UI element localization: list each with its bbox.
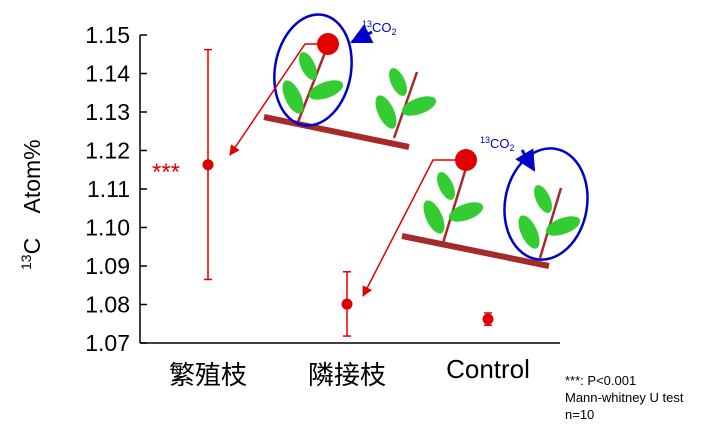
y-tick-label: 1.10	[85, 215, 130, 241]
y-tick-label: 1.11	[87, 176, 130, 202]
plant-illustration-lower: 13CO2	[362, 135, 589, 297]
stem	[441, 167, 468, 244]
co2-arrow	[350, 24, 374, 44]
leaf	[282, 80, 304, 114]
leaf	[534, 185, 552, 213]
leaf	[308, 80, 344, 100]
data-point	[482, 313, 494, 325]
leaf	[545, 216, 581, 236]
y-tick-label: 1.13	[85, 99, 130, 125]
red-flower	[317, 33, 339, 55]
y-axis-label-text: C Atom%	[19, 139, 45, 254]
x-category-label: 繁殖枝	[169, 360, 247, 390]
x-ticks: 繁殖枝 隣接枝 Control	[169, 354, 530, 390]
connector-line	[229, 43, 317, 156]
x-category-label: Control	[446, 354, 530, 384]
leaf	[401, 96, 437, 116]
co2-main: CO	[490, 136, 510, 151]
branch-upper	[263, 114, 410, 150]
leaf	[299, 52, 317, 80]
label-circle-upper	[273, 13, 353, 127]
co2-arrow	[515, 148, 536, 172]
leaf	[423, 200, 445, 234]
co2-label: 13CO2	[480, 135, 515, 153]
red-flower	[455, 149, 477, 171]
y-tick-label: 1.14	[85, 61, 130, 87]
data-point	[202, 159, 214, 171]
connector-line	[362, 159, 455, 297]
branch-lower	[401, 233, 550, 269]
leaf	[518, 215, 540, 249]
y-axis-label-sup: 13	[18, 254, 34, 270]
y-ticks: 1.15 1.14 1.13 1.12 1.11 1.10 1.09 1.08 1.07	[85, 22, 147, 356]
leaf	[389, 68, 407, 96]
co2-sup: 13	[480, 135, 490, 145]
data-marks	[202, 48, 494, 337]
y-tick-label: 1.08	[85, 292, 130, 318]
note-n: n=10	[565, 407, 594, 422]
co2-sub: 2	[510, 143, 515, 153]
y-tick-label: 1.09	[85, 253, 130, 279]
stem	[538, 187, 563, 259]
co2-main: CO	[372, 20, 392, 35]
label-circle-lower	[503, 147, 589, 261]
note-significance: ***: P<0.001	[565, 373, 636, 388]
y-tick-label: 1.12	[85, 138, 130, 164]
y-axis-label: 13C Atom%	[18, 139, 45, 270]
x-category-label: 隣接枝	[308, 360, 386, 390]
significance-marker: ***	[152, 159, 180, 186]
co2-sup: 13	[362, 19, 372, 29]
leaf	[437, 172, 455, 200]
data-point	[341, 298, 353, 310]
leaf	[375, 95, 397, 129]
note-test: Mann-whitney U test	[565, 390, 684, 405]
plant-illustration-upper: 13CO2	[229, 13, 437, 156]
y-tick-label: 1.07	[85, 330, 130, 356]
co2-label: 13CO2	[362, 19, 397, 37]
co2-sub: 2	[392, 27, 397, 37]
y-tick-label: 1.15	[85, 22, 130, 48]
leaf	[448, 202, 484, 222]
